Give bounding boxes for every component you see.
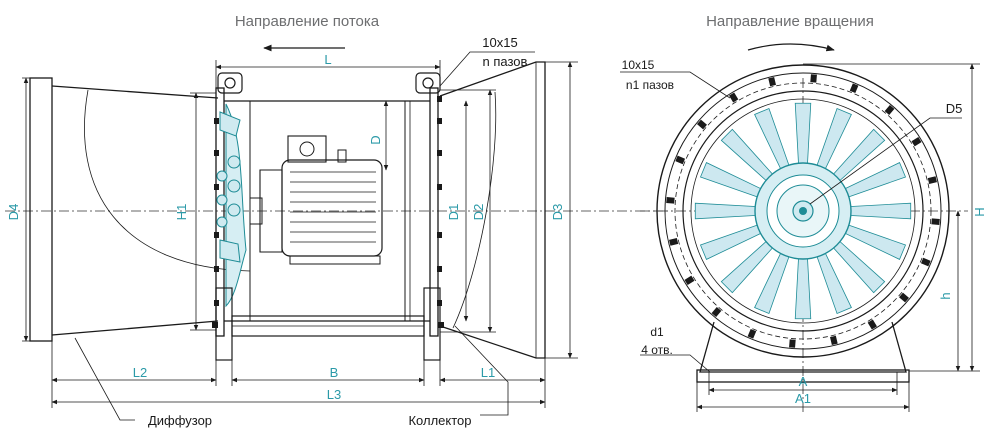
impeller-blade xyxy=(794,102,812,166)
ring-slot xyxy=(849,83,859,94)
ring-slot xyxy=(810,74,817,83)
dim-d1: d1 xyxy=(650,325,664,339)
side-slots-size: 10x15 xyxy=(482,35,517,50)
holes-count: 4 отв. xyxy=(641,343,673,357)
ring-slot xyxy=(911,137,922,147)
ring-slot xyxy=(899,292,909,303)
front-view: 10x15 n1 пазов D5 H h d1 4 отв. A A1 xyxy=(620,58,987,412)
diffuser-body xyxy=(29,77,251,342)
ring-slot xyxy=(675,155,686,165)
dim-D4: D4 xyxy=(6,204,21,221)
impeller-side xyxy=(216,103,247,308)
ring-slot xyxy=(684,275,695,285)
side-view: L D H1 D1 D2 D3 D4 L2 B L1 L3 10x15 n па… xyxy=(5,35,672,428)
dim-A: A xyxy=(799,374,808,389)
impeller-blade xyxy=(848,202,912,220)
dim-H: H xyxy=(972,207,987,216)
front-blades xyxy=(694,102,912,320)
ring-slot xyxy=(747,328,757,339)
ring-slot xyxy=(666,197,675,204)
side-slots-count: n пазов xyxy=(483,54,528,69)
dim-H1: H1 xyxy=(174,204,189,221)
dim-B: B xyxy=(330,365,339,380)
fan-housing xyxy=(214,72,442,337)
ring-slot xyxy=(931,218,940,225)
dim-D1: D1 xyxy=(446,204,461,221)
flow-direction-heading: Направление потока xyxy=(235,13,380,30)
ring-slot xyxy=(789,339,796,348)
dim-D5: D5 xyxy=(946,101,963,116)
dim-L1: L1 xyxy=(481,365,495,380)
impeller-blade xyxy=(694,202,758,220)
ring-slot xyxy=(884,105,895,115)
ring-slot xyxy=(867,319,877,330)
dim-h: h xyxy=(938,292,953,299)
diffuser-label: Диффузор xyxy=(148,413,212,428)
ring-slot xyxy=(768,77,776,87)
ring-slot xyxy=(697,119,707,130)
dim-A1: A1 xyxy=(795,391,811,406)
front-dimensions xyxy=(620,63,980,412)
dim-D: D xyxy=(368,135,383,144)
collector-body xyxy=(439,61,546,359)
dim-L2: L2 xyxy=(133,365,147,380)
dim-D2: D2 xyxy=(471,204,486,221)
dim-D3: D3 xyxy=(550,204,565,221)
front-slots-count: n1 пазов xyxy=(626,78,674,92)
collector-label: Коллектор xyxy=(408,413,471,428)
support-frame xyxy=(212,287,444,361)
ring-slot xyxy=(711,307,722,317)
ring-slot xyxy=(920,257,931,267)
impeller-blade xyxy=(794,256,812,320)
front-slots-size: 10x15 xyxy=(622,58,655,72)
rotation-direction-heading: Направление вращения xyxy=(706,13,874,30)
front-slots xyxy=(666,74,940,348)
front-base xyxy=(696,321,910,383)
ring-slot xyxy=(729,92,739,103)
ring-slot xyxy=(927,176,937,184)
dim-L: L xyxy=(324,52,331,67)
dim-L3: L3 xyxy=(327,387,341,402)
side-dimensions xyxy=(22,51,578,421)
motor xyxy=(249,135,383,265)
ring-slot xyxy=(669,238,679,246)
rotation-direction-arrow xyxy=(747,43,835,52)
ring-slot xyxy=(830,335,838,345)
